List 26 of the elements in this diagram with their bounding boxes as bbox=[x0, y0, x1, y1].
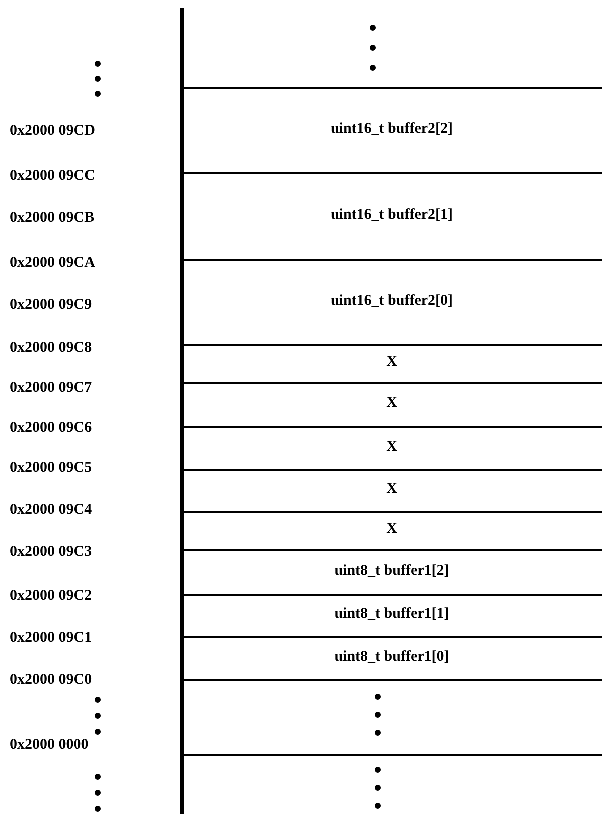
memory-slot-label: uint16_t buffer2[1] bbox=[330, 206, 454, 224]
memory-slot-label: uint8_t buffer1[2] bbox=[334, 562, 450, 580]
memory-address: 0x2000 0000 bbox=[10, 736, 89, 754]
padding-byte-mark: X bbox=[386, 520, 398, 538]
memory-address: 0x2000 09C7 bbox=[10, 379, 92, 397]
memory-address: 0x2000 09C6 bbox=[10, 419, 92, 437]
memory-address: 0x2000 09CB bbox=[10, 209, 95, 227]
memory-address: 0x2000 09CA bbox=[10, 254, 96, 272]
memory-address: 0x2000 09C1 bbox=[10, 629, 92, 647]
memory-slot-label: uint16_t buffer2[0] bbox=[330, 292, 454, 310]
memory-address: 0x2000 09C8 bbox=[10, 339, 92, 357]
memory-address: 0x2000 09C2 bbox=[10, 587, 92, 605]
memory-address: 0x2000 09CC bbox=[10, 167, 96, 185]
memory-slot-label: uint16_t buffer2[2] bbox=[330, 120, 454, 138]
memory-address: 0x2000 09CD bbox=[10, 122, 96, 140]
memory-slot-label: uint8_t buffer1[0] bbox=[334, 648, 450, 666]
padding-byte-mark: X bbox=[386, 353, 398, 371]
padding-byte-mark: X bbox=[386, 394, 398, 412]
memory-address: 0x2000 09C5 bbox=[10, 459, 92, 477]
padding-byte-mark: X bbox=[386, 438, 398, 456]
memory-slot-label: uint8_t buffer1[1] bbox=[334, 605, 450, 623]
memory-address: 0x2000 09C0 bbox=[10, 671, 92, 689]
memory-address: 0x2000 09C4 bbox=[10, 501, 92, 519]
memory-address: 0x2000 09C9 bbox=[10, 296, 92, 314]
padding-byte-mark: X bbox=[386, 480, 398, 498]
memory-address: 0x2000 09C3 bbox=[10, 543, 92, 561]
